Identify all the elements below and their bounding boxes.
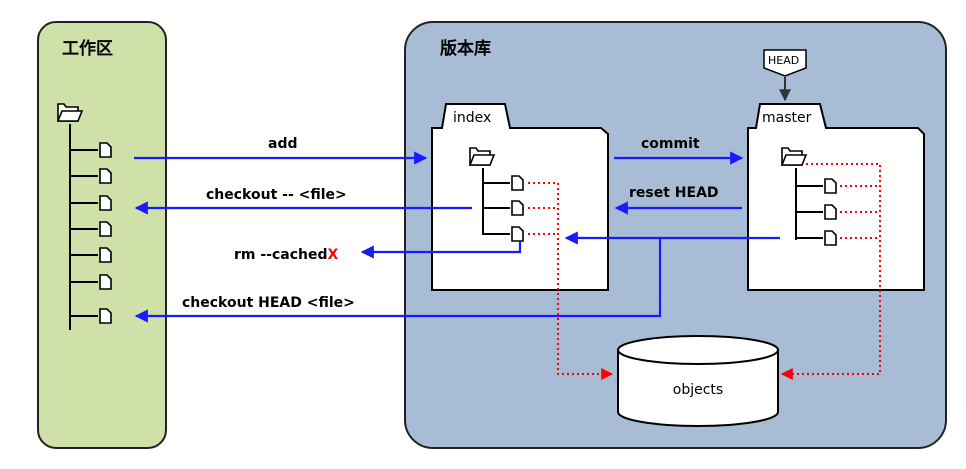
file-icon [99, 142, 112, 158]
workspace-panel: 工作区 [37, 21, 167, 449]
workspace-tree [69, 124, 98, 330]
file-icon [824, 204, 837, 220]
checkout-head-arrow [134, 236, 780, 323]
command-arrows [134, 151, 780, 323]
file-icon [511, 226, 524, 242]
objects-store: objects [617, 335, 779, 427]
index-folder: index [431, 103, 609, 291]
rm-cached-x-mark: X [328, 247, 339, 263]
file-icon [99, 308, 112, 324]
file-icon [99, 221, 112, 237]
file-icon [99, 168, 112, 184]
file-icon [99, 195, 112, 211]
file-icon [824, 178, 837, 194]
rm-cached-arrow [360, 241, 522, 259]
index-label: index [453, 110, 491, 126]
workspace-folder-icon [56, 103, 84, 122]
checkout-file-command-label: checkout -- <file> [206, 187, 347, 203]
master-folder: master [747, 103, 925, 291]
index-folder-icon [468, 147, 496, 166]
file-icon [511, 175, 524, 191]
repository-title: 版本库 [440, 38, 491, 59]
file-icon [824, 230, 837, 246]
head-label: HEAD [768, 54, 799, 67]
master-folder-icon [780, 147, 808, 166]
add-command-label: add [268, 136, 298, 152]
file-icon [99, 274, 112, 290]
checkout-head-command-label: checkout HEAD <file> [182, 295, 355, 311]
object-references [528, 163, 881, 380]
reset-head-command-label: reset HEAD [629, 185, 719, 201]
head-pointer: HEAD [763, 49, 807, 102]
objects-label: objects [673, 382, 723, 398]
master-label: master [762, 110, 812, 126]
workspace-title: 工作区 [62, 38, 113, 59]
rm-cached-text: rm --cached [234, 247, 328, 263]
commit-command-label: commit [641, 136, 700, 152]
rm-cached-command-label: rm --cachedX [234, 247, 339, 263]
file-icon [511, 200, 524, 216]
workspace-files [99, 142, 112, 324]
file-icon [99, 247, 112, 263]
